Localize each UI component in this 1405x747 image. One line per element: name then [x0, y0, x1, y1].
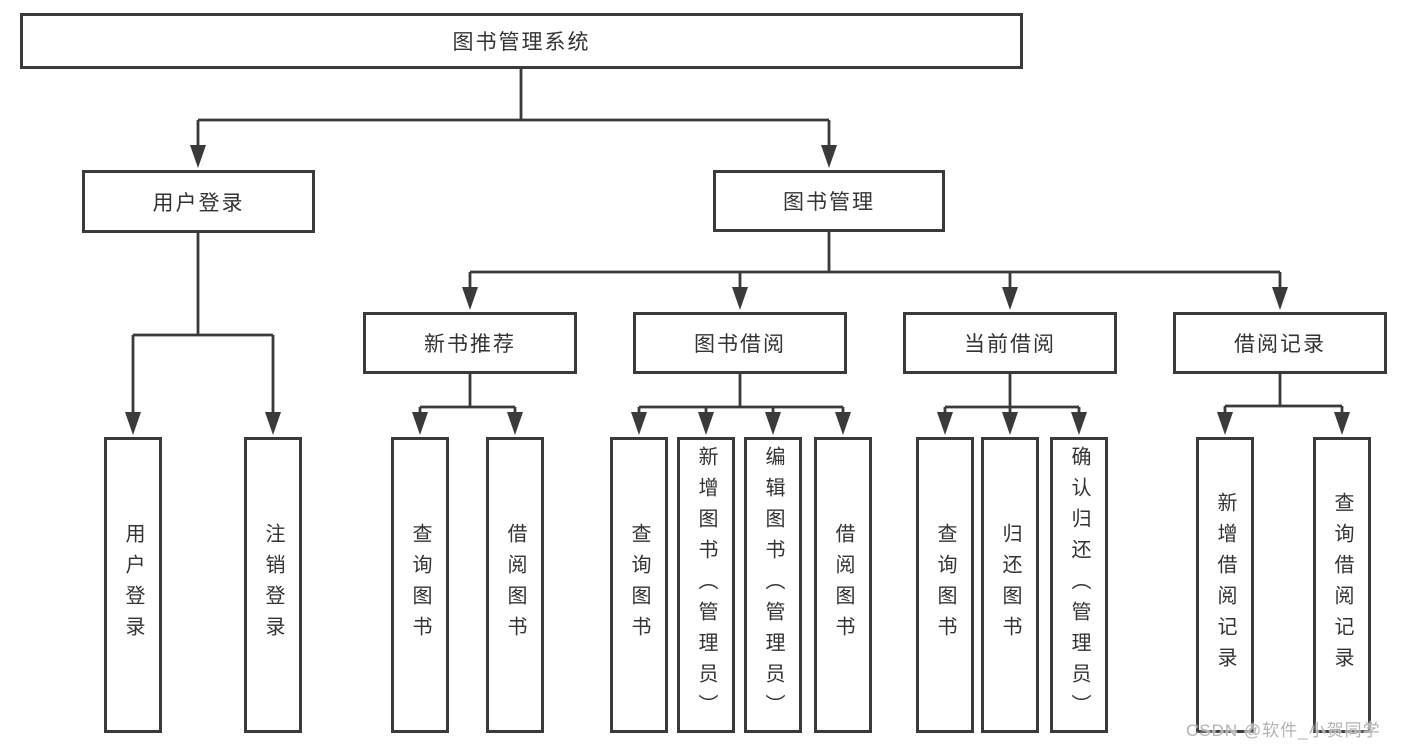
arrowhead	[1002, 287, 1018, 310]
arrowhead	[412, 412, 428, 435]
leaf-borrow-books: 借阅图书	[814, 437, 872, 733]
leaf-query-books-current-label: 查询图书	[934, 523, 956, 647]
arrowhead	[732, 287, 748, 310]
node-library-management-system: 图书管理系统	[20, 13, 1023, 69]
leaf-borrow-books-label: 借阅图书	[832, 523, 854, 647]
node-borrowing-records-label: 借阅记录	[1234, 333, 1326, 356]
node-new-book-recommend-label: 新书推荐	[424, 333, 516, 356]
node-borrowing-records: 借阅记录	[1173, 312, 1387, 374]
leaf-add-borrow-record: 新增借阅记录	[1196, 437, 1254, 733]
leaf-add-books-admin-label: 新增图书（管理员）	[695, 445, 717, 725]
node-book-management-label: 图书管理	[783, 191, 875, 214]
leaf-query-books-recommend-label: 查询图书	[409, 523, 431, 647]
leaf-edit-books-admin: 编辑图书（管理员）	[744, 437, 802, 733]
leaf-query-books-borrowing-label: 查询图书	[628, 523, 650, 647]
arrowhead	[835, 412, 851, 435]
arrowhead	[1002, 412, 1018, 435]
node-book-borrowing: 图书借阅	[633, 312, 847, 374]
csdn-watermark: CSDN @软件_小贺同学	[1186, 721, 1381, 740]
leaf-query-books-borrowing: 查询图书	[610, 437, 668, 733]
node-current-borrowing: 当前借阅	[903, 312, 1117, 374]
arrowhead	[937, 412, 953, 435]
node-current-borrowing-label: 当前借阅	[964, 333, 1056, 356]
leaf-query-borrow-record: 查询借阅记录	[1313, 437, 1371, 733]
arrowhead	[765, 412, 781, 435]
arrowhead	[125, 412, 141, 435]
arrowhead	[1071, 412, 1087, 435]
leaf-confirm-return-admin: 确认归还（管理员）	[1050, 437, 1108, 733]
leaf-user-login-label: 用户登录	[122, 523, 144, 647]
node-user-login: 用户登录	[82, 170, 315, 233]
leaf-logout-label: 注销登录	[262, 523, 284, 647]
node-book-borrowing-label: 图书借阅	[694, 333, 786, 356]
leaf-borrow-books-recommend: 借阅图书	[486, 437, 544, 733]
arrowhead	[631, 412, 647, 435]
arrowhead	[1334, 412, 1350, 435]
leaf-logout: 注销登录	[244, 437, 302, 733]
arrowhead	[1217, 412, 1233, 435]
leaf-add-books-admin: 新增图书（管理员）	[677, 437, 735, 733]
node-library-management-system-label: 图书管理系统	[452, 31, 591, 54]
node-book-management: 图书管理	[713, 170, 945, 232]
node-new-book-recommend: 新书推荐	[363, 312, 577, 374]
arrowhead	[190, 145, 206, 168]
arrowhead	[265, 412, 281, 435]
arrowhead	[698, 412, 714, 435]
leaf-return-books: 归还图书	[981, 437, 1039, 733]
leaf-confirm-return-admin-label: 确认归还（管理员）	[1068, 445, 1090, 725]
arrowhead	[507, 412, 523, 435]
arrowhead	[1272, 287, 1288, 310]
leaf-query-books-recommend: 查询图书	[391, 437, 449, 733]
leaf-query-borrow-record-label: 查询借阅记录	[1331, 492, 1353, 678]
leaf-return-books-label: 归还图书	[999, 523, 1021, 647]
leaf-user-login: 用户登录	[104, 437, 162, 733]
leaf-edit-books-admin-label: 编辑图书（管理员）	[762, 445, 784, 725]
leaf-query-books-current: 查询图书	[916, 437, 974, 733]
leaf-add-borrow-record-label: 新增借阅记录	[1214, 492, 1236, 678]
arrowhead	[462, 287, 478, 310]
node-user-login-label: 用户登录	[152, 191, 245, 215]
arrowhead	[821, 145, 837, 168]
leaf-borrow-books-recommend-label: 借阅图书	[504, 523, 526, 647]
